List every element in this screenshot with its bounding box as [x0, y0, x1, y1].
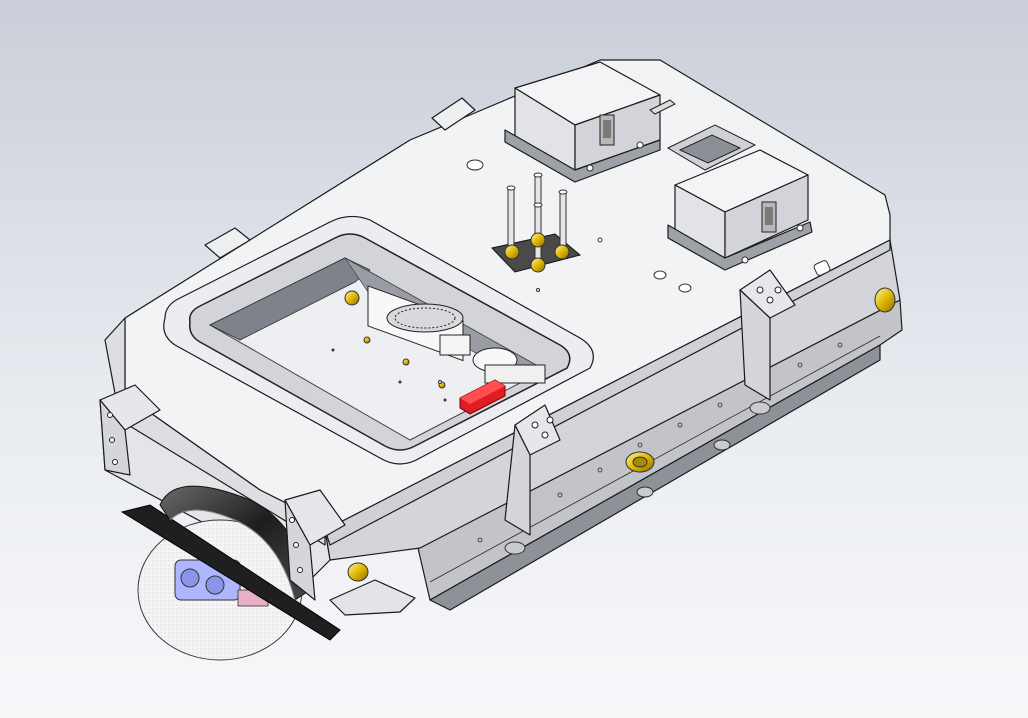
latch-icon: [761, 201, 777, 233]
fastener-icon: [344, 290, 360, 306]
loop-handle: [649, 99, 676, 115]
connector-housing-b[interactable]: [667, 149, 813, 271]
recess-window: [666, 124, 757, 171]
gland-icon: [347, 562, 369, 582]
main-cavity[interactable]: [163, 215, 594, 465]
cable-glands[interactable]: [347, 287, 896, 582]
cavity-fittings: [331, 290, 447, 402]
front-skid: [329, 579, 416, 616]
red-indicator: [459, 379, 506, 415]
latch-icon: [599, 114, 615, 146]
gear-module: [367, 285, 546, 384]
lens-ring: [120, 485, 341, 641]
gland-icon: [625, 451, 655, 473]
connector-housing-a[interactable]: [504, 61, 661, 183]
sensor-block: [174, 559, 269, 607]
pin-assembly[interactable]: [491, 172, 582, 273]
back-tab-left: [204, 227, 251, 259]
back-tab-right: [431, 97, 476, 131]
top-plate-holes: [438, 159, 831, 384]
corner-brackets[interactable]: [99, 97, 796, 601]
bottom-feet: [504, 401, 771, 555]
camera-dome-assembly[interactable]: [120, 485, 341, 661]
gland-icon: [874, 287, 896, 313]
